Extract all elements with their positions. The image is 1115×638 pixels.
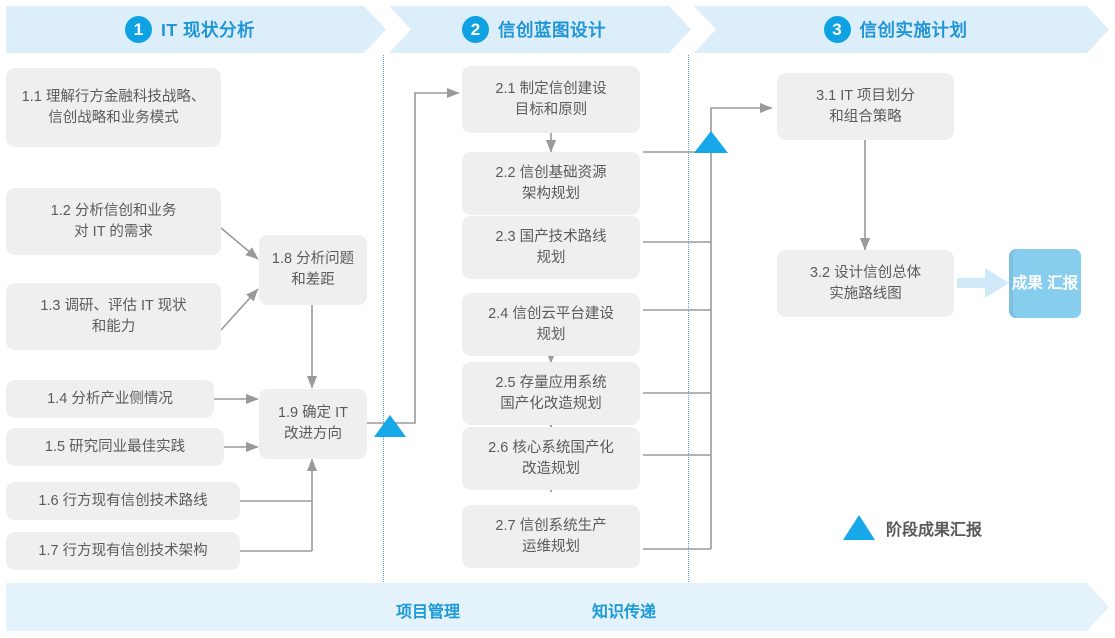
box-line-2: 改进方向	[283, 426, 342, 442]
process-box-1-1[interactable]: 1.1 理解行方金融科技战略、 信创战略和业务模式	[6, 68, 221, 147]
phase-divider-1	[383, 55, 384, 582]
process-box-1-7[interactable]: 1.7 行方现有信创技术架构	[6, 532, 240, 570]
process-box-2-3[interactable]: 2.3 国产技术路线 规划	[462, 216, 640, 279]
process-box-1-5[interactable]: 1.5 研究同业最佳实践	[6, 428, 224, 466]
legend-label: 阶段成果汇报	[886, 521, 983, 539]
milestone-triangle-phase2	[694, 131, 728, 153]
phase-title-3: 信创实施计划	[859, 20, 968, 40]
box-line-2: 对 IT 的需求	[74, 223, 153, 240]
box-line-1: 1.9 确定 IT	[277, 405, 349, 421]
box-line-1: 3.2 设计信创总体	[809, 264, 922, 281]
box-line-2: 改造规划	[522, 460, 580, 477]
box-line-1: 1.3 调研、评估 IT 现状	[40, 297, 187, 314]
milestone-triangle-phase1	[382, 415, 398, 436]
process-box-1-6[interactable]: 1.6 行方现有信创技术路线	[6, 482, 240, 520]
box-line-2: 目标和原则	[514, 101, 588, 118]
process-box-2-7[interactable]: 2.7 信创系统生产 运维规划	[462, 505, 640, 568]
box-line-2: 和差距	[291, 272, 335, 288]
box-line-2: 规划	[536, 249, 566, 266]
phase-divider-2	[688, 55, 689, 582]
phase-band-3[interactable]: 3 信创实施计划	[694, 6, 1109, 53]
process-box-3-2[interactable]: 3.2 设计信创总体 实施路线图	[777, 250, 954, 317]
process-box-2-1[interactable]: 2.1 制定信创建设 目标和原则	[462, 66, 640, 133]
box-line-2: 信创战略和业务模式	[48, 109, 179, 126]
box-line-1: 2.4 信创云平台建设	[488, 305, 614, 322]
box-line-1: 1.4 分析产业侧情况	[47, 390, 173, 407]
process-box-1-3[interactable]: 1.3 调研、评估 IT 现状 和能力	[6, 283, 221, 350]
phase-band-1[interactable]: 1 IT 现状分析	[6, 6, 386, 53]
box-line-1: 1.5 研究同业最佳实践	[44, 438, 186, 455]
box-line-1: 1.2 分析信创和业务	[50, 202, 177, 219]
box-line-1: 2.7 信创系统生产	[495, 517, 607, 534]
box-line-1: 2.1 制定信创建设	[495, 80, 607, 97]
phase-band-2[interactable]: 2 信创蓝图设计	[389, 6, 691, 53]
box-line-1: 2.2 信创基础资源	[495, 164, 607, 181]
process-box-1-4[interactable]: 1.4 分析产业侧情况	[6, 380, 214, 418]
process-box-2-6[interactable]: 2.6 核心系统国产化 改造规划	[462, 427, 640, 490]
box-line-2: 规划	[536, 326, 566, 343]
phase-number-1: 1	[125, 16, 153, 43]
box-line-1: 2.3 国产技术路线	[495, 228, 607, 245]
process-box-2-5[interactable]: 2.5 存量应用系统 国产化改造规划	[462, 362, 640, 425]
box-line-2: 国产化改造规划	[500, 395, 602, 412]
box-line-2: 架构规划	[522, 185, 580, 202]
box-line-1: 3.1 IT 项目划分	[816, 87, 915, 104]
box-line-1: 1.7 行方现有信创技术架构	[38, 542, 208, 559]
badge-line-2: 汇报	[1047, 275, 1079, 292]
box-line-2: 和能力	[91, 318, 136, 335]
bottom-label-project-management[interactable]: 项目管理	[396, 604, 461, 621]
box-line-1: 1.1 理解行方金融科技战略、	[21, 88, 206, 105]
box-line-1: 1.8 分析问题	[271, 251, 355, 267]
triangle-icon	[843, 515, 875, 540]
process-box-3-1[interactable]: 3.1 IT 项目划分 和组合策略	[777, 73, 954, 140]
process-box-2-4[interactable]: 2.4 信创云平台建设 规划	[462, 293, 640, 356]
box-line-1: 1.6 行方现有信创技术路线	[38, 492, 208, 509]
process-box-2-2[interactable]: 2.2 信创基础资源 架构规划	[462, 152, 640, 215]
bottom-band	[6, 583, 1109, 631]
process-box-1-8[interactable]: 1.8 分析问题 和差距	[259, 235, 367, 305]
process-box-1-9[interactable]: 1.9 确定 IT 改进方向	[259, 389, 367, 459]
phase-title-1: IT 现状分析	[161, 20, 255, 40]
process-box-1-2[interactable]: 1.2 分析信创和业务 对 IT 的需求	[6, 188, 221, 255]
box-line-2: 实施路线图	[829, 285, 902, 302]
box-line-2: 运维规划	[522, 538, 580, 555]
phase-title-2: 信创蓝图设计	[498, 20, 606, 40]
bottom-label-knowledge-transfer[interactable]: 知识传递	[592, 604, 657, 621]
box-line-1: 2.6 核心系统国产化	[488, 439, 614, 456]
result-arrow	[957, 268, 1009, 298]
phase-number-3: 3	[823, 16, 851, 43]
phase-number-2: 2	[462, 16, 489, 43]
result-badge[interactable]: 成果 汇报	[1009, 249, 1081, 318]
badge-line-1: 成果	[1011, 275, 1043, 292]
box-line-2: 和组合策略	[829, 108, 902, 125]
legend: 阶段成果汇报	[843, 515, 982, 540]
box-line-1: 2.5 存量应用系统	[495, 374, 607, 391]
